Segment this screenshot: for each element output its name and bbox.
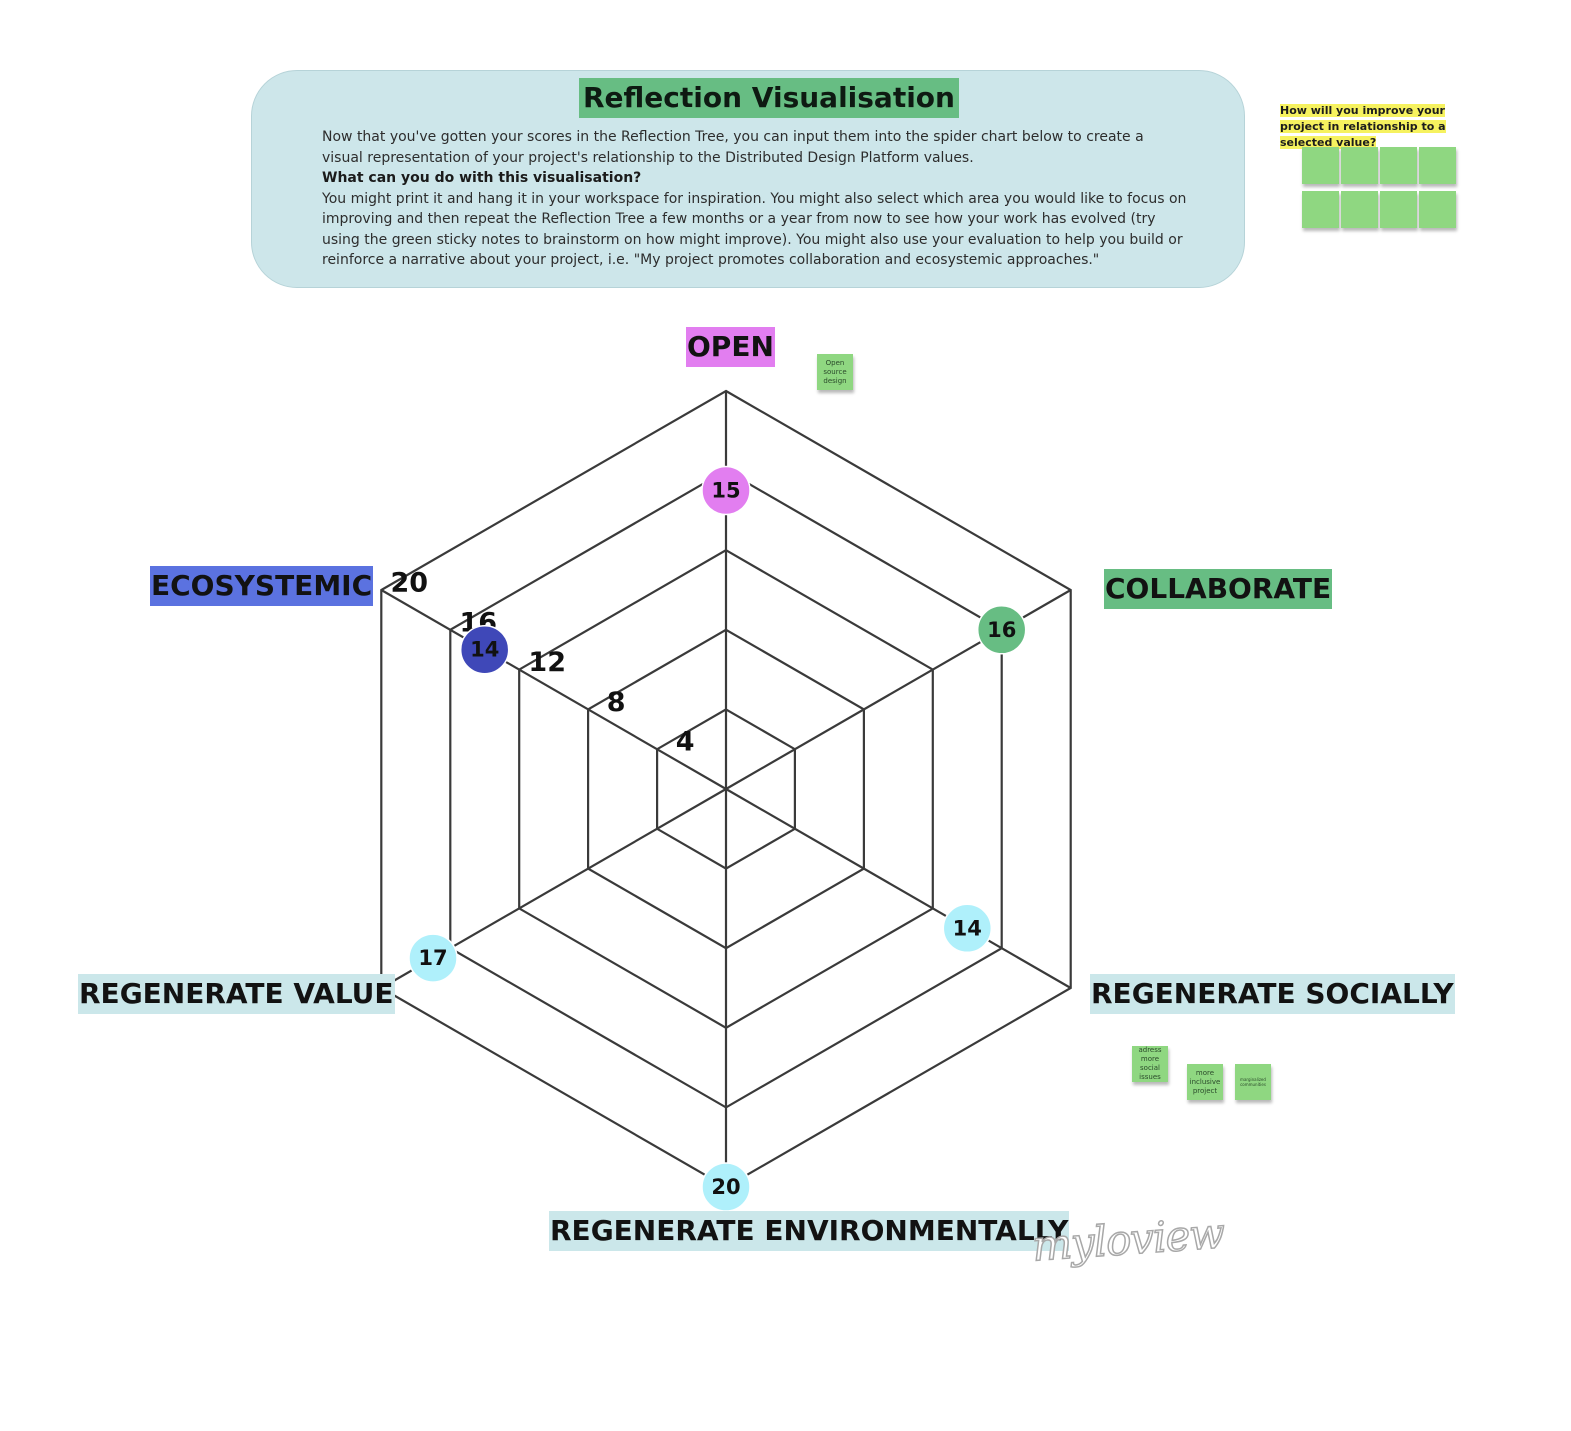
sticky-note-blank[interactable] [1419,191,1456,228]
axis-label-ecosystemic: ECOSYSTEMIC [150,566,374,606]
ring-tick-label: 8 [607,687,626,718]
score-point-label: 16 [987,618,1016,642]
ring-tick-label: 20 [391,568,429,599]
score-point-regenerate-socially: 14 [942,903,993,954]
info-text: You might print it and hang it in your w… [322,190,1187,269]
improve-prompt: How will you improve your project in rel… [1280,103,1472,151]
score-point-marker [459,624,510,675]
ring-tick-label: 4 [676,727,695,758]
sticky-note-blank[interactable] [1380,147,1417,184]
sticky-note-blank[interactable] [1302,191,1339,228]
axis-label-regenerate-environmentally: REGENERATE ENVIRONMENTALLY [549,1211,1070,1251]
sticky-note-social[interactable]: marginalized communities [1235,1064,1271,1100]
score-point-label: 14 [953,916,982,940]
score-point-ecosystemic: 14 [459,624,510,675]
score-point-regenerate-environmentally: 20 [701,1162,751,1212]
grid-spoke-2 [725,788,1072,989]
sticky-note-blank[interactable] [1341,147,1378,184]
sticky-note-social[interactable]: more inclusive project [1187,1064,1223,1100]
axis-label-regenerate-socially: REGENERATE SOCIALLY [1090,974,1455,1014]
score-point-regenerate-value: 17 [408,933,458,983]
grid-spoke-5 [380,589,727,790]
ring-tick-label: 12 [528,647,566,678]
axis-label-collaborate: COLLABORATE [1104,569,1333,609]
sticky-note-blank[interactable] [1380,191,1417,228]
score-point-label: 20 [711,1175,740,1199]
sticky-note-open[interactable]: Open source design [817,354,853,390]
info-question: What can you do with this visualisation? [322,170,642,186]
axis-label-open: OPEN [686,327,775,367]
info-title: Reflection Visualisation [579,78,959,118]
sticky-note-blank[interactable] [1419,147,1456,184]
score-point-label: 17 [418,946,447,970]
score-point-label: 14 [470,638,499,662]
score-point-open: 15 [701,465,751,516]
score-point-marker [942,903,993,954]
score-point-marker [701,465,751,516]
sticky-note-social[interactable]: adress more social issues [1132,1046,1168,1082]
sticky-note-blank[interactable] [1341,191,1378,228]
score-points: 15 16 14 20 17 14 [408,465,1027,1212]
info-body: Now that you've gotten your scores in th… [322,127,1187,271]
score-point-marker [976,605,1027,655]
axis-label-regenerate-value: REGENERATE VALUE [78,974,395,1014]
score-point-marker [408,933,458,983]
radar-grid [380,389,1072,1189]
score-point-collaborate: 16 [976,605,1027,655]
info-intro: Now that you've gotten your scores in th… [322,129,1144,166]
score-point-label: 15 [711,479,740,503]
sticky-note-blank[interactable] [1302,147,1339,184]
